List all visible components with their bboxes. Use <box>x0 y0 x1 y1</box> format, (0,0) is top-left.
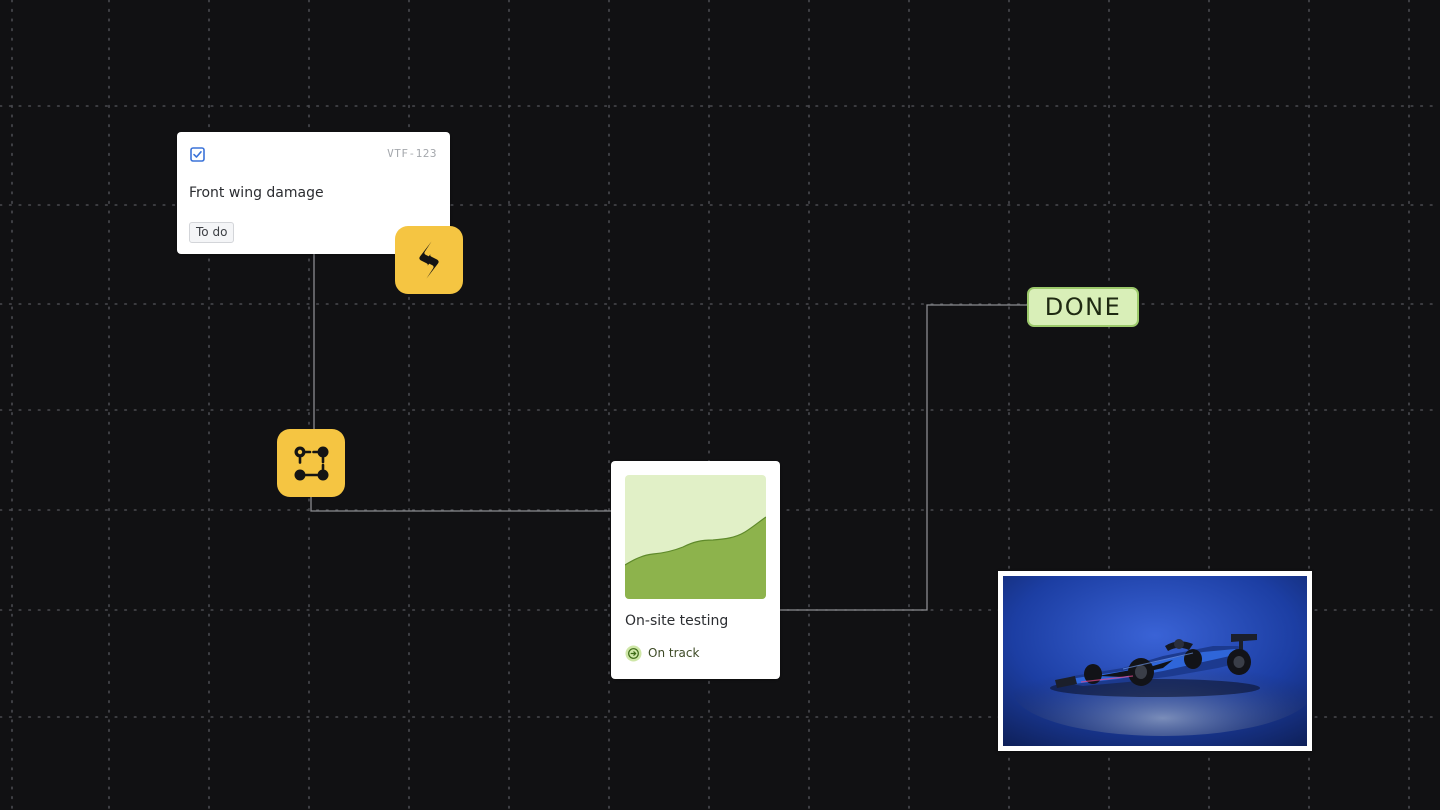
goal-title: On-site testing <box>625 613 729 629</box>
arrow-right-circle-icon <box>625 645 642 661</box>
done-status-badge[interactable]: DONE <box>1027 287 1139 327</box>
goal-card[interactable]: On-site testing On track <box>611 461 780 679</box>
connector-automation-to-goal <box>310 497 611 512</box>
goal-status: On track <box>625 644 699 662</box>
automation-app-tile[interactable] <box>277 429 345 497</box>
goal-progress-chart <box>625 475 766 599</box>
issue-title: Front wing damage <box>189 185 324 201</box>
automation-nodes-icon <box>294 446 329 481</box>
jira-app-tile[interactable] <box>395 226 463 294</box>
race-car-picture <box>1003 576 1307 746</box>
issue-key: VTF-123 <box>387 147 437 160</box>
checkbox-icon <box>190 147 205 162</box>
connector-goal-to-done <box>780 304 1027 611</box>
race-car-image[interactable] <box>998 571 1312 751</box>
jira-logo-icon <box>419 241 439 279</box>
goal-status-label: On track <box>648 646 700 660</box>
status-lozenge[interactable]: To do <box>189 222 235 243</box>
